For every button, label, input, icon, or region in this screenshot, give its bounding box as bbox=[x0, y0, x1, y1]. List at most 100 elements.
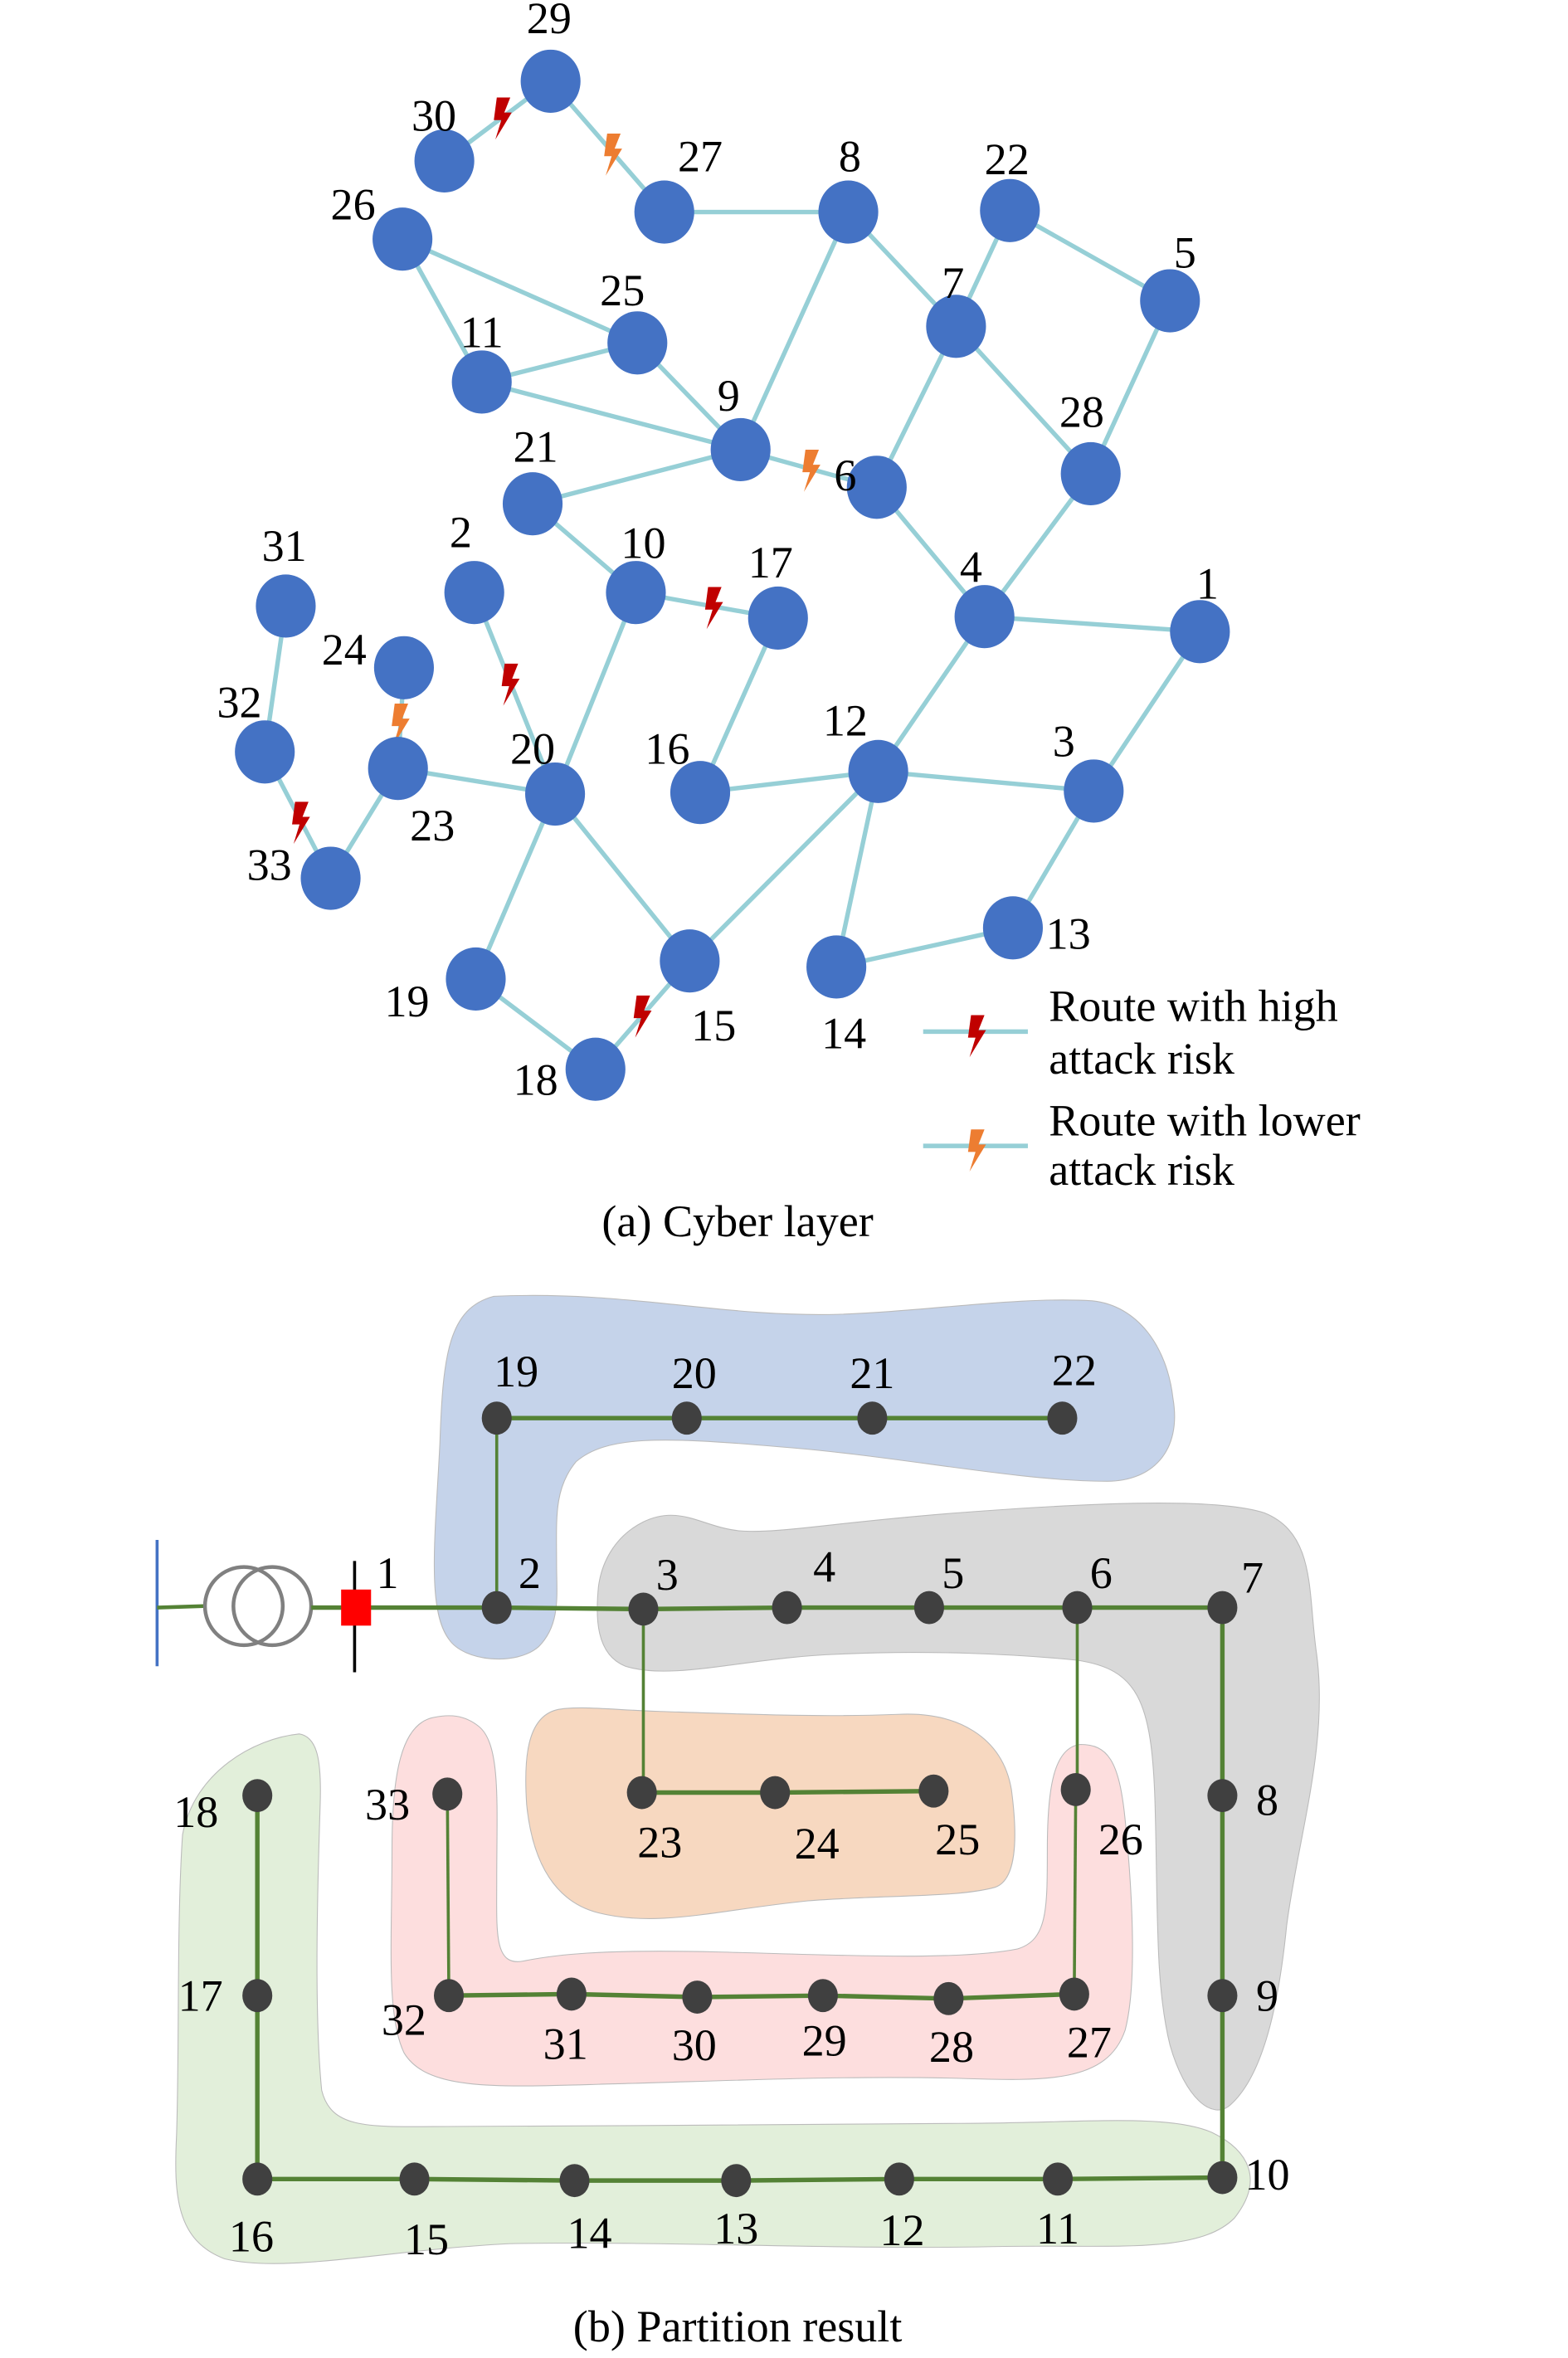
bus-14 bbox=[559, 2164, 590, 2198]
cyber-edge-12-3 bbox=[878, 769, 1094, 794]
bus-label: 30 bbox=[672, 2020, 717, 2070]
bus-label: 16 bbox=[229, 2211, 274, 2261]
cyber-node-label: 13 bbox=[1046, 909, 1091, 959]
cyber-node-label: 12 bbox=[823, 695, 868, 745]
cyber-node-15 bbox=[660, 929, 720, 993]
bus-label: 32 bbox=[382, 1995, 426, 2044]
bus-label: 14 bbox=[567, 2209, 612, 2258]
bus-label: 28 bbox=[929, 2022, 974, 2072]
bus-label: 12 bbox=[879, 2205, 924, 2255]
cyber-node-label: 9 bbox=[718, 371, 740, 421]
bus-label: 17 bbox=[178, 1971, 223, 2020]
cyber-node-17 bbox=[747, 586, 808, 650]
cyber-edge-22-5 bbox=[1008, 208, 1171, 303]
cyber-edge-12-14 bbox=[834, 771, 881, 968]
branch-28-29 bbox=[822, 1993, 949, 2001]
cyber-edge-21-9 bbox=[532, 447, 742, 506]
cyber-node-2 bbox=[444, 561, 504, 625]
branch-32-33 bbox=[446, 1794, 450, 1996]
cyber-node-label: 33 bbox=[247, 840, 292, 889]
cyber-node-label: 19 bbox=[384, 977, 429, 1026]
cyber-node-28 bbox=[1060, 441, 1121, 505]
bus-label: 13 bbox=[713, 2204, 758, 2253]
cyber-node-label: 14 bbox=[821, 1008, 866, 1058]
bus-29 bbox=[807, 1979, 838, 2013]
bus-label: 21 bbox=[850, 1348, 894, 1398]
bus-label: 22 bbox=[1052, 1345, 1097, 1395]
cyber-node-25 bbox=[607, 311, 668, 375]
cyber-node-24 bbox=[373, 636, 434, 699]
cyber-node-33 bbox=[300, 846, 361, 910]
bus-26 bbox=[1060, 1772, 1091, 1806]
bus-label: 15 bbox=[404, 2214, 449, 2264]
cyber-node-label: 29 bbox=[527, 0, 572, 43]
branch-30-31 bbox=[571, 1991, 698, 2000]
cyber-node-label: 22 bbox=[985, 134, 1030, 184]
bus-label: 11 bbox=[1036, 2204, 1079, 2253]
bus-label: 8 bbox=[1256, 1776, 1278, 1825]
cyber-layer-graph: 1234567891011121314151617181920212223242… bbox=[217, 0, 1230, 1105]
zone-blue bbox=[433, 1294, 1176, 1660]
bus-30 bbox=[682, 1980, 713, 2014]
cyber-node-6 bbox=[846, 456, 907, 519]
partition-branches bbox=[255, 1415, 1225, 2183]
cyber-node-31 bbox=[256, 574, 316, 638]
cyber-node-30 bbox=[414, 129, 475, 192]
bus-label: 24 bbox=[795, 1819, 840, 1868]
branch-31-32 bbox=[448, 1991, 572, 1998]
branch-29-30 bbox=[697, 1993, 823, 2000]
bus-9 bbox=[1207, 1979, 1238, 2013]
cyber-node-label: 31 bbox=[262, 521, 307, 571]
cyber-node-29 bbox=[520, 49, 581, 113]
cyber-node-label: 18 bbox=[514, 1055, 558, 1104]
legend: Route with high attack risk Route with l… bbox=[923, 982, 1361, 1195]
bus-5 bbox=[913, 1591, 944, 1625]
bus-17 bbox=[242, 1979, 273, 2013]
cyber-node-18 bbox=[565, 1037, 626, 1101]
bus-18 bbox=[242, 1779, 273, 1813]
high-risk-bolt-icon bbox=[633, 995, 652, 1038]
branch-3-23 bbox=[641, 1609, 645, 1795]
cyber-node-10 bbox=[606, 561, 666, 625]
cyber-node-5 bbox=[1140, 269, 1200, 333]
cyber-edge-4-1 bbox=[984, 614, 1200, 634]
bus-label: 3 bbox=[656, 1550, 679, 1600]
cyber-node-labels: 1234567891011121314151617181920212223242… bbox=[217, 0, 1219, 1105]
cyber-node-label: 8 bbox=[839, 132, 861, 182]
bus-23 bbox=[626, 1776, 657, 1810]
bus-16 bbox=[242, 2162, 273, 2196]
cyber-node-label: 5 bbox=[1174, 228, 1196, 278]
legend-item-high-risk: Route with high attack risk bbox=[923, 982, 1338, 1084]
cyber-node-label: 3 bbox=[1053, 717, 1075, 767]
legend-high-line2: attack risk bbox=[1049, 1034, 1235, 1084]
cyber-nodes bbox=[235, 49, 1230, 1101]
bus-3 bbox=[628, 1592, 659, 1626]
cyber-node-label: 30 bbox=[411, 91, 456, 141]
cyber-node-label: 16 bbox=[645, 724, 689, 774]
bus-12 bbox=[884, 2162, 914, 2196]
branch-27-28 bbox=[948, 1991, 1074, 2001]
cyber-node-1 bbox=[1170, 600, 1230, 664]
bus-7 bbox=[1207, 1591, 1238, 1625]
bus-20 bbox=[671, 1401, 702, 1435]
substation bbox=[155, 1540, 372, 1673]
cyber-node-label: 21 bbox=[514, 421, 558, 471]
low-risk-bolt-icon bbox=[967, 1129, 986, 1172]
branch-24-25 bbox=[775, 1788, 934, 1795]
caption-partition-result: (b) Partition result bbox=[573, 2302, 903, 2351]
bus-31 bbox=[556, 1977, 587, 2011]
cyber-node-7 bbox=[926, 295, 986, 358]
bus-13 bbox=[721, 2164, 752, 2198]
cyber-node-label: 24 bbox=[322, 625, 367, 675]
bus-33 bbox=[432, 1777, 463, 1811]
bus-6 bbox=[1062, 1591, 1093, 1625]
legend-low-line1: Route with lower bbox=[1049, 1095, 1361, 1145]
cyber-node-21 bbox=[502, 472, 563, 536]
cyber-node-27 bbox=[634, 180, 694, 244]
bus-label: 18 bbox=[173, 1787, 218, 1837]
partition-zones bbox=[175, 1294, 1320, 2264]
cyber-node-12 bbox=[848, 739, 908, 803]
branch-6-26 bbox=[1075, 1607, 1079, 1791]
zone-orange bbox=[525, 1707, 1015, 1919]
bus-label: 2 bbox=[519, 1548, 541, 1598]
